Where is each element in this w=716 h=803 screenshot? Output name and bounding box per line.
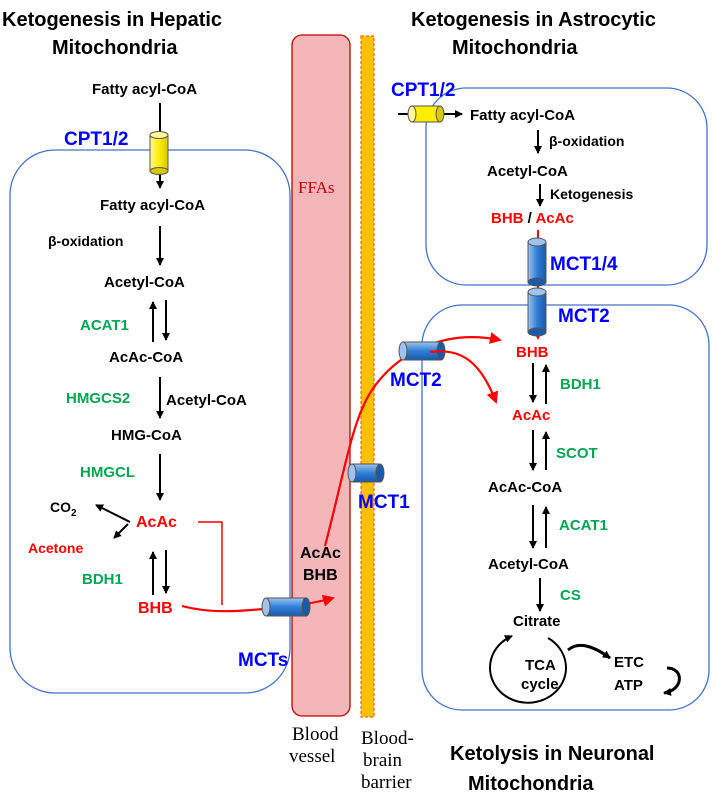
astro-acetyl-coa: Acetyl-CoA [487,163,568,180]
hep-acetone: Acetone [28,540,83,556]
blood-bhb: BHB [303,567,338,584]
bbb-mct1-transporter [347,463,385,483]
hep-mcts-transporter [261,597,311,617]
tca-label-2: cycle [521,676,559,693]
blood-vessel-label-1: Blood [292,724,339,745]
blood-acac: AcAc [300,545,341,562]
tca-to-etc-arrow [567,644,611,660]
hep-bdh1-enzyme: BDH1 [82,571,123,588]
blood-vessel-label-2: vessel [289,746,335,767]
title-neuro-line2: Mitochondria [468,773,594,795]
tca-label-1: TCA [525,657,556,674]
bbb-mct1-label: MCT1 [358,492,410,513]
tca-cycle [489,635,567,704]
blood-brain-barrier [360,35,375,718]
bbb-label-3: barrier [361,772,412,793]
hep-hmgcl-enzyme: HMGCL [80,464,135,481]
hep-mcts-label: MCTs [238,650,288,671]
hep-hmgcs2-enzyme: HMGCS2 [66,390,130,407]
neuro-bdh1-enzyme: BDH1 [560,376,601,393]
neuro-acac: AcAc [512,407,550,424]
title-hepatic-line1: Ketogenesis in Hepatic [2,9,222,31]
title-astro-line2: Mitochondria [452,37,578,59]
hep-cpt-label: CPT1/2 [64,129,128,150]
blood-vessel [291,34,351,717]
acac-export-path [198,521,223,605]
astro-acac: AcAc [535,210,573,227]
hep-acat1-enzyme: ACAT1 [80,317,129,334]
hep-acac: AcAc [136,514,177,531]
hep-fatty-acyl-coa-cytosol: Fatty acyl-CoA [92,81,197,98]
hep-acac-coa: AcAc-CoA [109,349,183,366]
neuro-etc: ETC [614,654,644,671]
astro-ketogenesis-label: Ketogenesis [550,186,633,202]
hep-cpt-transporter [149,131,169,175]
neuro-citrate: Citrate [513,613,561,630]
blood-ffas: FFAs [298,178,335,197]
bbb-label-1: Blood- [361,728,414,749]
astro-ketones: BHB / AcAc [491,210,574,227]
hep-bhb: BHB [138,600,173,617]
neuro-mct2-to-acac-arrow [429,350,499,404]
neuro-bhb: BHB [516,344,549,361]
hep-beta-oxidation-label: β-oxidation [48,233,123,249]
neuro-atp: ATP [614,677,643,694]
hep-acetyl-coa: Acetyl-CoA [104,274,185,291]
etc-to-atp-arrow [663,666,681,696]
neuronal-mitochondrion [421,304,710,711]
bbb-label-2: brain [363,750,403,771]
astro-cpt-transporter [407,105,445,123]
neuro-mct2-top-label: MCT2 [558,306,610,327]
astro-fatty-acyl-coa: Fatty acyl-CoA [470,107,575,124]
neuro-acac-coa: AcAc-CoA [488,479,562,496]
neuro-scot-enzyme: SCOT [556,445,598,462]
neuro-cs-enzyme: CS [560,587,581,604]
title-astro-line1: Ketogenesis in Astrocytic [411,9,656,31]
hep-fatty-acyl-coa-matrix: Fatty acyl-CoA [100,197,205,214]
astrocytic-mitochondrion [425,87,708,286]
neuro-mct2-top-transporter [527,287,547,337]
title-hepatic-line2: Mitochondria [52,37,178,59]
title-neuro-line1: Ketolysis in Neuronal [450,743,655,765]
blood-to-neuron-arrow [323,332,502,547]
astro-bhb: BHB [491,210,524,227]
astro-beta-oxidation-label: β-oxidation [549,133,624,149]
astro-cpt-label: CPT1/2 [391,80,455,101]
astro-slash: / [528,210,533,227]
neuro-mct2-left-transporter [398,341,446,361]
neuro-mct2-left-label: MCT2 [390,370,442,391]
neuro-acat1-enzyme: ACAT1 [559,517,608,534]
astro-mct14-label: MCT1/4 [550,254,618,275]
neuro-acetyl-coa: Acetyl-CoA [488,556,569,573]
hep-acetyl-coa-cosubstrate: Acetyl-CoA [166,392,247,409]
astro-mct14-transporter [527,237,547,287]
hep-co2: CO2 [50,499,77,519]
hep-hmg-coa: HMG-CoA [111,427,182,444]
